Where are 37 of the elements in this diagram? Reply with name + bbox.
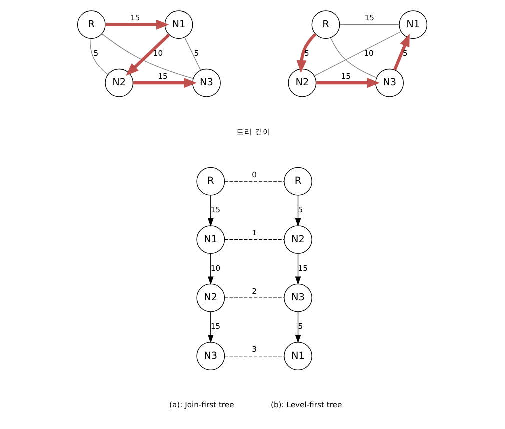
arrow — [393, 34, 410, 71]
node-circle: R — [196, 167, 226, 196]
arrow — [316, 78, 380, 88]
connector — [184, 37, 202, 71]
node-circle: N2 — [288, 68, 317, 98]
arrow — [208, 312, 214, 344]
connector — [224, 356, 285, 357]
connector — [330, 38, 378, 78]
node-circle: N3 — [196, 342, 226, 370]
node-circle: N3 — [192, 68, 221, 98]
arrow — [295, 195, 302, 227]
arrow — [208, 195, 214, 227]
node-circle: N3 — [376, 68, 404, 98]
arrow — [126, 34, 170, 76]
node-circle: R — [312, 10, 340, 40]
node-circle: N1 — [196, 226, 226, 254]
node-circle: R — [284, 167, 312, 196]
arrow — [106, 20, 170, 30]
arrow — [295, 312, 302, 344]
node-circle: N2 — [105, 68, 134, 98]
arrow — [296, 33, 317, 74]
node-circle: N1 — [399, 10, 428, 40]
connector — [314, 31, 402, 77]
connector — [102, 34, 194, 80]
arrow — [208, 253, 214, 286]
connector — [90, 38, 108, 76]
connector — [224, 239, 285, 240]
connector — [340, 24, 400, 26]
node-circle: N1 — [164, 10, 194, 40]
node-circle: N1 — [284, 342, 312, 370]
node-circle: N2 — [284, 226, 312, 254]
connector — [224, 181, 285, 182]
node-circle: R — [77, 10, 106, 40]
arrow — [295, 253, 302, 286]
node-circle: N2 — [196, 284, 226, 312]
arrow — [133, 78, 197, 88]
node-circle: N3 — [284, 284, 312, 312]
